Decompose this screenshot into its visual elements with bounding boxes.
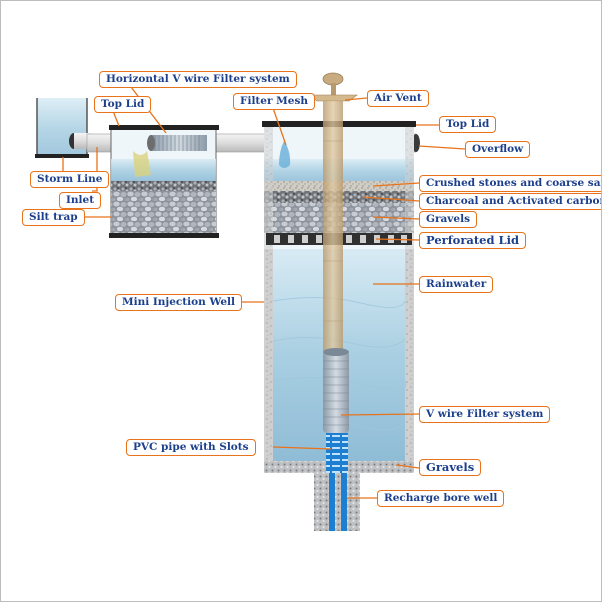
label-charcoal: Charcoal and Activated carbon: [419, 193, 601, 210]
vertical-filter-screen: [323, 348, 349, 433]
label-pvc-pipe: PVC pipe with Slots: [126, 439, 256, 456]
label-silt-trap: Silt trap: [22, 209, 85, 226]
filter-mesh: [279, 141, 291, 168]
label-top-lid-silt-trap: Top Lid: [94, 96, 152, 113]
label-mini-injection-well: Mini Injection Well: [115, 294, 243, 311]
label-gravels-lower: Gravels: [419, 459, 482, 476]
label-inlet: Inlet: [59, 192, 102, 209]
label-recharge-bore-well: Recharge bore well: [377, 490, 505, 507]
label-air-vent: Air Vent: [367, 90, 429, 107]
debris-drop: [133, 151, 151, 177]
label-storm-line: Storm Line: [30, 171, 110, 188]
label-perforated-lid: Perforated Lid: [419, 232, 527, 249]
label-filter-mesh: Filter Mesh: [233, 93, 315, 110]
storm-line-tank: [35, 98, 92, 158]
horizontal-filter-screen: [133, 135, 207, 177]
pvc-slotted-pipe: [326, 433, 348, 473]
label-gravels-upper: Gravels: [419, 211, 477, 228]
label-overflow: Overflow: [465, 141, 531, 158]
label-crushed-stones: Crushed stones and coarse sand: [419, 175, 601, 192]
label-v-wire-filter: V wire Filter system: [419, 406, 551, 423]
label-rainwater: Rainwater: [419, 276, 494, 293]
silt-trap-top-lid: [109, 125, 219, 130]
air-vent-pipe: [308, 72, 358, 351]
label-top-lid-well: Top Lid: [439, 116, 497, 133]
label-horizontal-v-wire-filter: Horizontal V wire Filter system: [99, 71, 297, 88]
recharge-bore-well: [314, 473, 360, 531]
